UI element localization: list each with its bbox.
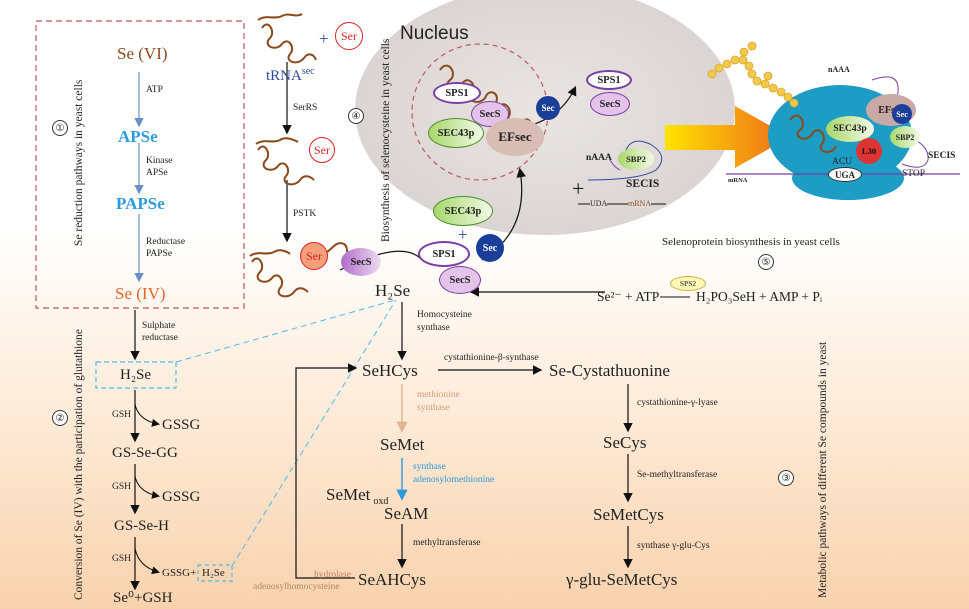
secs-left: SecS	[341, 248, 381, 276]
peptide-chain	[707, 41, 799, 108]
gs-se-gg: GS-Se-GG	[112, 445, 178, 461]
h2se-small-box	[197, 564, 233, 582]
uda-label: UDA	[590, 199, 608, 208]
gssg-1: GSSG	[162, 417, 201, 433]
nucleus-plus: +	[572, 176, 585, 201]
glutathione-title: Conversion of Se (IV) with the participa…	[73, 329, 85, 600]
naaa-ribo: nAAA	[828, 65, 850, 74]
synthase-blue: synthase	[413, 462, 446, 472]
sec43p-ribo: SEC43p	[826, 116, 874, 142]
homocysteine-label: Homocysteine	[417, 310, 472, 320]
pstk-label: PSTK	[293, 209, 317, 219]
step-number-2: ②	[52, 410, 68, 426]
sbp2-ribo: SBP2	[890, 126, 920, 148]
semetcys: SeMetCys	[593, 505, 664, 524]
plus-trna: +	[319, 29, 329, 48]
seahcys: SeAHCys	[358, 570, 427, 589]
sps1-out: SPS1	[586, 70, 632, 90]
nucleus-label: Nucleus	[400, 23, 469, 44]
reduction-box	[35, 20, 245, 309]
mrna-ribo: mRNA	[728, 177, 748, 184]
adomet-label: adenosylomethionine	[413, 475, 495, 485]
se2-atp: Se²⁻ + ATP	[597, 289, 660, 304]
sps2: SPS2	[670, 276, 706, 291]
reductase-papse-label: PAPSe	[146, 249, 173, 259]
sec-center: Sec	[476, 234, 504, 262]
gs-se-h: GS-Se-H	[114, 518, 169, 534]
serrs-label: SerRS	[293, 103, 318, 113]
sec43p-nucleus: SEC43p	[428, 118, 484, 148]
step-number-1: ①	[52, 120, 68, 136]
gglu-semetcys: γ-glu-SeMetCys	[566, 570, 678, 589]
secs-out: SecS	[590, 92, 630, 116]
h2se-center: H₂Se	[375, 281, 411, 300]
kinase-label: Kinase	[146, 156, 173, 166]
sps1-nucleus: SPS1	[433, 82, 481, 104]
reduction-title: Se reduction pathways in yeast cells	[73, 79, 85, 246]
metabolic-title: Metabolic pathways of different Se compo…	[817, 341, 829, 598]
hydrolase-label: hydrolase	[314, 570, 351, 580]
sulphate-label: Sulphate	[142, 321, 176, 331]
apse: APSe	[118, 127, 158, 146]
secis-nucleus: SECIS	[626, 178, 660, 190]
mrna-nucleus: mRNA	[628, 199, 652, 208]
sehcys: SeHCys	[362, 361, 418, 380]
se-cystathuonine: Se-Cystathuonine	[549, 361, 670, 380]
h2se-final: H₂Se	[202, 567, 225, 579]
l30: L30	[856, 138, 882, 164]
reductase-2-label: reductase	[142, 333, 178, 343]
sec43p-center: SEC43p	[433, 196, 493, 226]
gsh-1: GSH	[112, 410, 132, 420]
step-number-4: ④	[348, 108, 364, 124]
h2se-glut: H₂Se	[120, 367, 152, 383]
adohcy-label: adenosylhomocysteine	[253, 582, 340, 592]
gsh-2: GSH	[112, 482, 132, 492]
methionine-label: methionine	[417, 390, 460, 400]
seam: SeAM	[384, 504, 429, 523]
reductase-label: Reductase	[146, 237, 186, 247]
sec-nucleus: Sec	[536, 96, 560, 120]
semet: SeMet	[380, 435, 425, 454]
naaa-nucleus: nAAA	[586, 153, 612, 163]
secis-ribo: SECIS	[928, 151, 956, 161]
homocysteine-synthase: synthase	[417, 323, 450, 333]
methionine-synthase: synthase	[417, 403, 450, 413]
gssg-3: GSSG+	[162, 567, 197, 579]
ser-circle-3: Ser	[300, 242, 328, 270]
gglu-label: synthase γ-glu-Cys	[637, 541, 710, 551]
gsh-3: GSH	[112, 554, 132, 564]
sec-ribo: Sec	[892, 104, 912, 124]
center-plus: +	[458, 225, 468, 244]
uga-codon: UGA	[828, 167, 862, 182]
acu-label: ACU	[832, 157, 853, 167]
methyltransferase-label: methyltransferase	[413, 538, 481, 548]
se-vi: Se (VI)	[117, 44, 168, 63]
step-number-5: ⑤	[758, 254, 774, 270]
secs-center: SecS	[439, 266, 481, 294]
se-iv: Se (IV)	[115, 284, 166, 303]
cgl-label: cystathionine-γ-lyase	[637, 398, 718, 408]
gssg-2: GSSG	[162, 489, 201, 505]
selenocysteine-title: Biosynthesis of selenocysteine in yeast …	[380, 38, 392, 242]
h2se-box	[95, 361, 177, 389]
atp-label: ATP	[146, 85, 163, 95]
stop-label: STOP	[902, 169, 926, 179]
kinase-apse-label: APSe	[146, 168, 168, 178]
se0-gsh: Se⁰+GSH	[113, 590, 173, 606]
cbs-label: cystathionine-β-synthase	[444, 353, 539, 363]
ser-circle-1: Ser	[335, 22, 363, 50]
efsec-nucleus: EFsec	[486, 118, 544, 156]
ser-circle-2: Ser	[309, 137, 335, 163]
sbp2-nucleus: SBP2	[618, 148, 654, 170]
trna-label: tRNAsec	[266, 66, 315, 84]
secys: SeCys	[603, 433, 647, 452]
se-products: H₂PO₃SeH + AMP + Pᵢ	[696, 289, 823, 304]
translation-arrow	[665, 106, 790, 168]
selenoprotein-label: Selenoprotein biosynthesis in yeast cell…	[662, 236, 840, 248]
step-number-3: ③	[778, 470, 794, 486]
sps1-center: SPS1	[418, 241, 470, 267]
papse: PAPSe	[116, 194, 165, 213]
semt-label: Se-methyltransferase	[637, 470, 718, 480]
